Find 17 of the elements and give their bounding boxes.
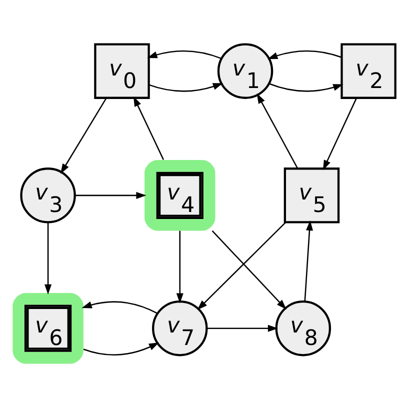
- arrow: [256, 92, 298, 168]
- arrow: [269, 82, 344, 92]
- arrow: [148, 82, 224, 92]
- arrow: [83, 342, 160, 355]
- arrow: [44, 222, 52, 294]
- arrow: [60, 97, 107, 174]
- arrow: [147, 50, 222, 59]
- arrow: [212, 230, 286, 310]
- arrow: [206, 324, 278, 332]
- arrow: [268, 50, 342, 59]
- arrow: [75, 191, 146, 198]
- arrow: [176, 230, 184, 303]
- arrow: [304, 220, 314, 302]
- arrow: [82, 300, 158, 314]
- arrow: [133, 96, 164, 160]
- arrow: [322, 97, 358, 170]
- arrow: [197, 221, 286, 310]
